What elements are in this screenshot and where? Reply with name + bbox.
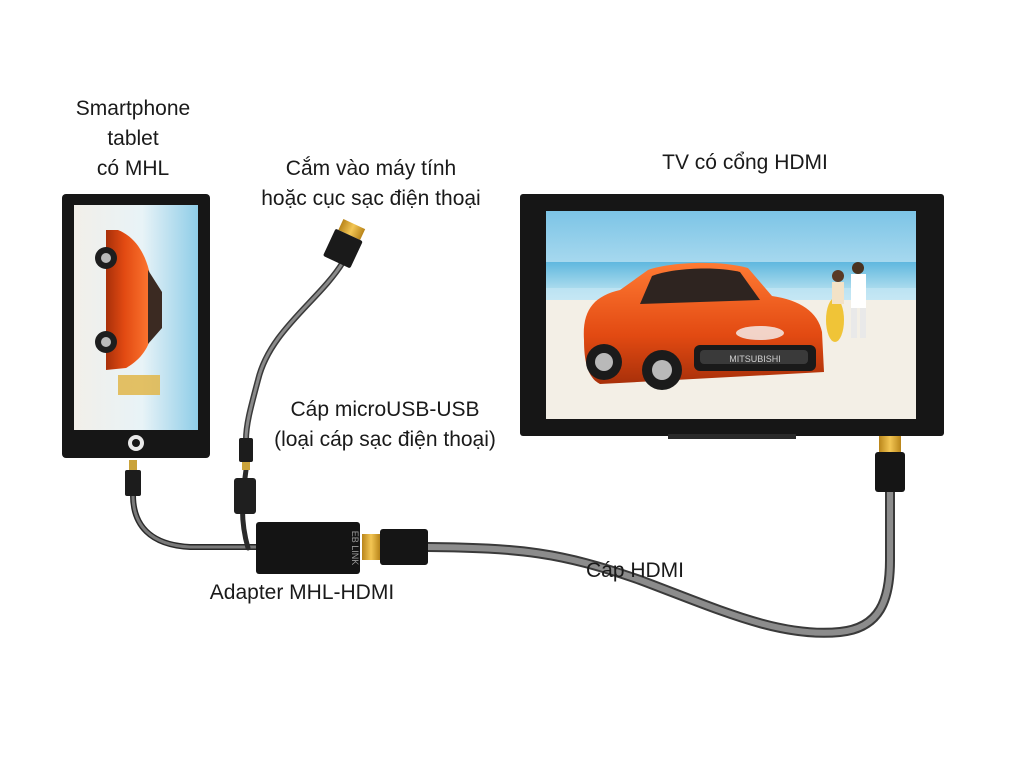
- hdmi-plug-icon: [875, 436, 905, 492]
- tv-icon: MITSUBISHI: [520, 194, 944, 439]
- label-charger: Cắm vào máy tính hoặc cục sạc điện thoại: [226, 154, 516, 214]
- label-smartphone-line-1: Smartphone: [75, 97, 191, 120]
- smartphone-icon: [62, 194, 210, 458]
- label-usb-cable-line-1: Cáp microUSB-USB: [290, 398, 480, 421]
- usb-plug-icon: [323, 218, 366, 268]
- label-tv-text: TV có cổng HDMI: [662, 151, 828, 174]
- label-usb-cable: Cáp microUSB-USB (loại cáp sạc điện thoạ…: [250, 395, 520, 455]
- micro-usb-plug-icon: [125, 460, 141, 496]
- label-usb-cable-line-2: (loại cáp sạc điện thoại): [274, 428, 496, 451]
- label-charger-line-2: hoặc cục sạc điện thoại: [261, 187, 481, 210]
- adapter-icon: EB LINK: [256, 522, 428, 574]
- label-adapter-text: Adapter MHL-HDMI: [209, 581, 395, 604]
- label-adapter: Adapter MHL-HDMI: [192, 578, 412, 608]
- label-smartphone-line-2: tablet: [107, 127, 159, 150]
- label-hdmi-cable-text: Cáp HDMI: [585, 559, 685, 582]
- cable-microusb-to-adapter: [130, 492, 261, 550]
- label-smartphone: Smartphone tablet có MHL: [48, 94, 218, 184]
- tv-car: MITSUBISHI: [583, 262, 824, 390]
- label-tv: TV có cổng HDMI: [600, 148, 890, 178]
- adapter-brand-text: EB LINK: [350, 531, 360, 566]
- couple-figure: [826, 262, 866, 342]
- label-charger-line-1: Cắm vào máy tính: [285, 157, 457, 180]
- label-hdmi-cable: Cáp HDMI: [570, 556, 700, 586]
- label-smartphone-line-3: có MHL: [96, 157, 170, 180]
- cable-hdmi: [423, 485, 895, 638]
- car-brand-badge: MITSUBISHI: [729, 354, 781, 364]
- micro-usb-connector-icon: [234, 438, 256, 514]
